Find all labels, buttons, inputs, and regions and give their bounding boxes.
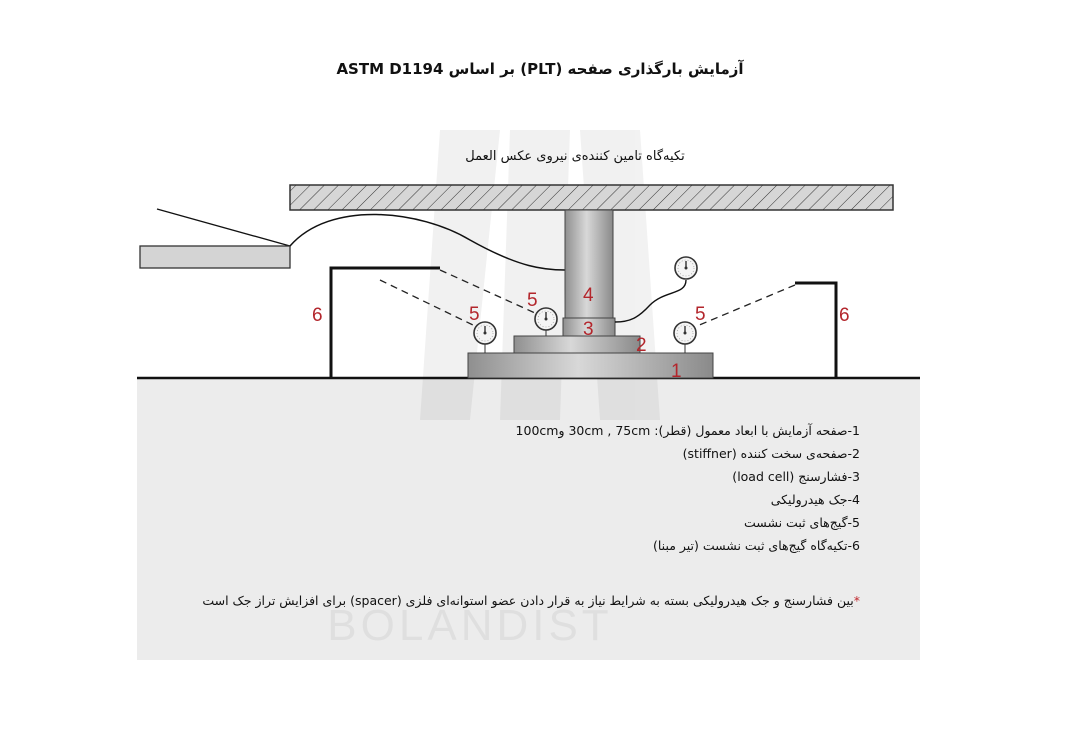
hydraulic-jack <box>564 209 614 319</box>
reference-line <box>439 269 536 314</box>
footnote-star: * <box>853 593 860 608</box>
hydraulic-hose <box>289 213 566 271</box>
load-cell-readout-gauge <box>674 256 698 280</box>
label-load-cell: 3 <box>583 319 594 340</box>
legend-item: 5-گیج‌های ثبت نشست <box>744 515 860 530</box>
label-support-right: 6 <box>839 305 850 326</box>
pump-handle <box>156 208 291 247</box>
test-plate <box>467 352 714 379</box>
legend-item: 4-جک هیدرولیکی <box>770 492 860 507</box>
settlement-gauge <box>673 321 697 353</box>
watermark-text: BOLANDIST <box>327 601 612 650</box>
gauge-support-left <box>329 266 440 378</box>
hydraulic-pump <box>139 245 291 269</box>
label-jack: 4 <box>583 285 594 306</box>
stiffener-plate <box>513 335 641 354</box>
settlement-gauge <box>473 321 497 353</box>
label-gauge: 5 <box>695 304 706 325</box>
footnote-text: بین فشارسنج و جک هیدرولیکی بسته به شرایط… <box>202 593 854 608</box>
label-gauge: 5 <box>469 304 480 325</box>
label-stiffener: 2 <box>636 335 647 356</box>
legend-item: 3-فشارسنج (load cell) <box>732 469 860 484</box>
gauge-support-right <box>795 281 838 378</box>
legend-item: 6-تکیه‌گاه گیج‌های ثبت نشست (تیر مبنا) <box>652 538 860 553</box>
reference-line <box>379 279 476 327</box>
reaction-support-label: تکیه‌گاه تامین کننده‌ی نیروی عکس العمل <box>465 149 685 164</box>
page-title: آزمایش بارگذاری صفحه (PLT) بر اساس ASTM … <box>336 60 744 78</box>
legend-item: 2-صفحه‌ی سخت کننده (stiffner) <box>682 446 860 461</box>
reaction-beam <box>289 184 894 211</box>
load-cell-cable <box>614 279 687 323</box>
label-support-left: 6 <box>312 305 323 326</box>
label-plate: 1 <box>671 361 682 382</box>
reference-line <box>696 284 796 327</box>
footnote: *بین فشارسنج و جک هیدرولیکی بسته به شرای… <box>202 593 860 608</box>
legend-item: 1-صفحه آزمایش با ابعاد معمول (قطر): 30cm… <box>515 423 860 438</box>
settlement-gauge <box>534 307 558 336</box>
label-gauge: 5 <box>527 290 538 311</box>
ground-area <box>137 378 920 660</box>
